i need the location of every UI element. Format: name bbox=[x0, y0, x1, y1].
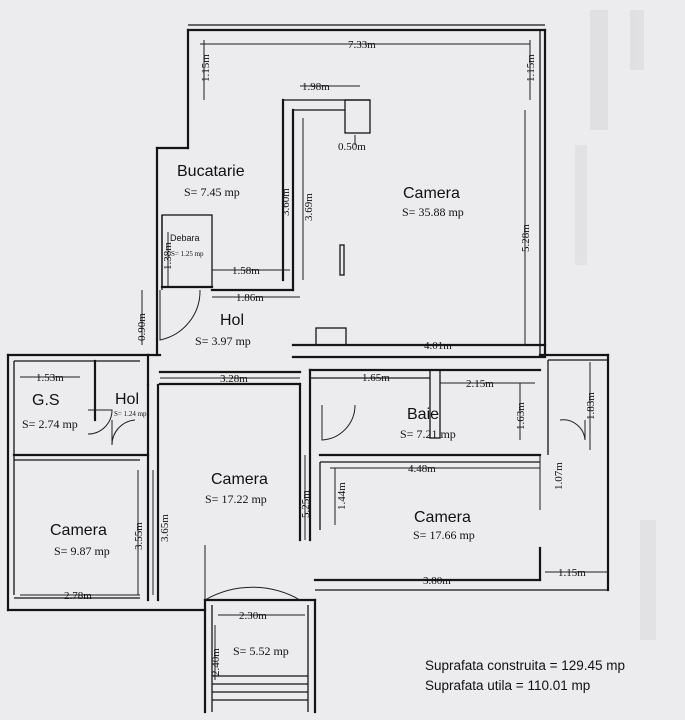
bleed-through-marks bbox=[575, 10, 656, 640]
dim-left-w: 2.78m bbox=[64, 590, 92, 602]
door-swings bbox=[87, 244, 586, 601]
dim-small-h: 1.07m bbox=[553, 462, 565, 490]
dim-door-gap: 0.90m bbox=[136, 313, 148, 341]
dim-right-top: 1.15m bbox=[525, 54, 537, 82]
dim-bottom-right-w: 3.80m bbox=[423, 575, 451, 587]
room-area-hol-small: S= 1.24 mp bbox=[114, 410, 147, 418]
dim-ext-h: 1.83m bbox=[585, 392, 597, 420]
room-area-camera-right: S= 17.66 mp bbox=[413, 528, 475, 542]
dim-balcony-w: 2.30m bbox=[239, 610, 267, 622]
room-name-camera-center: Camera bbox=[211, 471, 268, 488]
dim-niche-depth: 0.50m bbox=[338, 141, 366, 153]
room-name-debara: Debara bbox=[170, 233, 200, 243]
room-area-debara: S= 1.25 mp bbox=[171, 250, 204, 258]
dim-debara-h: 1.38m bbox=[162, 242, 174, 270]
room-area-baie: S= 7.21 mp bbox=[400, 427, 456, 441]
dim-left-h1: 3.55m bbox=[133, 522, 145, 550]
dim-left-top: 1.15m bbox=[200, 54, 212, 82]
dim-kitchen-h1: 3.60m bbox=[280, 188, 292, 216]
dimension-labels: 7.33m 1.98m 0.50m 1.58m 1.86m 4.01m 1.53… bbox=[36, 39, 586, 622]
dim-center-small: 1.44m bbox=[336, 482, 348, 510]
dim-niche: 1.98m bbox=[302, 81, 330, 93]
room-name-camera-right: Camera bbox=[414, 509, 471, 526]
dim-kitchen-h2: 3.69m bbox=[303, 193, 315, 221]
dimension-labels-vertical: 1.15m 1.15m 3.60m 3.69m 5.28m 1.38m 0.90… bbox=[133, 54, 597, 676]
room-area-camera-center: S= 17.22 mp bbox=[205, 492, 267, 506]
room-name-gs: G.S bbox=[32, 392, 60, 409]
room-name-camera-large: Camera bbox=[403, 185, 460, 202]
room-area-hol-main: S= 3.97 mp bbox=[195, 334, 251, 348]
dim-camera-height: 5.28m bbox=[520, 224, 532, 252]
room-labels: Bucatarie S= 7.45 mp Camera S= 35.88 mp … bbox=[22, 163, 475, 658]
room-area-balcony: S= 5.52 mp bbox=[233, 644, 289, 658]
area-summary: Suprafata construita = 129.45 mp Suprafa… bbox=[425, 658, 625, 693]
room-name-baie: Baie bbox=[407, 406, 439, 423]
dim-hol-bottom: 3.28m bbox=[220, 373, 248, 385]
dim-hol-right: 4.01m bbox=[424, 340, 452, 352]
dim-camera-right-w: 4.48m bbox=[408, 463, 436, 475]
dim-baie-left: 1.65m bbox=[362, 372, 390, 384]
room-area-camera-large: S= 35.88 mp bbox=[402, 205, 464, 219]
dim-bottom-right-small: 1.15m bbox=[558, 567, 586, 579]
room-name-hol-small: Hol bbox=[115, 391, 139, 408]
dim-baie-h: 1.63m bbox=[515, 402, 527, 430]
dim-balcony-h: 2.40m bbox=[210, 648, 222, 676]
dimension-lines bbox=[20, 40, 608, 680]
room-area-gs: S= 2.74 mp bbox=[22, 417, 78, 431]
dim-hol-w: 1.86m bbox=[236, 292, 264, 304]
room-area-camera-left: S= 9.87 mp bbox=[54, 544, 110, 558]
dim-gs-w: 1.53m bbox=[36, 372, 64, 384]
room-area-bucatarie: S= 7.45 mp bbox=[184, 185, 240, 199]
dim-left-h2: 3.65m bbox=[159, 514, 171, 542]
summary-usable: Suprafata utila = 110.01 mp bbox=[425, 678, 590, 693]
room-name-hol-main: Hol bbox=[220, 312, 244, 329]
dim-baie-right: 2.15m bbox=[466, 378, 494, 390]
room-name-bucatarie: Bucatarie bbox=[177, 163, 245, 180]
walls bbox=[6, 24, 610, 714]
summary-constructed: Suprafata construita = 129.45 mp bbox=[425, 658, 625, 673]
dim-top-width: 7.33m bbox=[348, 39, 376, 51]
dim-debara-w: 1.58m bbox=[232, 265, 260, 277]
dim-center-h: 5.25m bbox=[300, 490, 312, 518]
room-name-camera-left: Camera bbox=[50, 522, 107, 539]
